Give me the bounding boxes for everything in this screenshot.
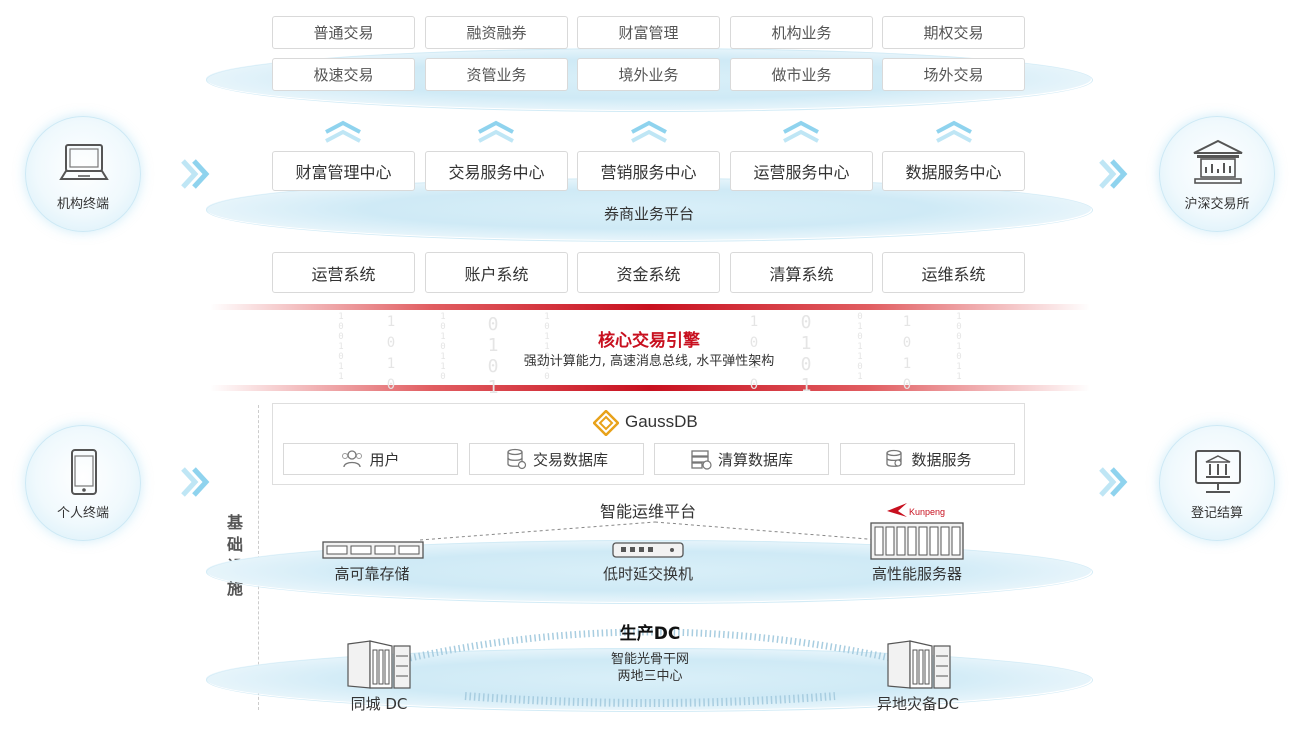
db-item-label: 清算数据库 — [717, 450, 793, 469]
infra-char: 础 — [226, 535, 243, 554]
right-chevron-icon — [1099, 467, 1128, 497]
business-item: 境外业务 — [577, 58, 720, 91]
exchange-building-icon — [1193, 139, 1243, 184]
rack-icon-right — [887, 640, 951, 689]
platform-center: 运营服务中心 — [730, 151, 873, 191]
kunpeng-logo-text: Kunpeng — [909, 507, 946, 517]
right-chevron-icon — [1099, 159, 1128, 189]
infra-rim — [206, 540, 1093, 604]
database-icon — [507, 448, 527, 470]
platform-center: 财富管理中心 — [272, 151, 415, 191]
gaussdb-logo-icon — [593, 410, 619, 436]
db-item-label: 数据服务 — [911, 450, 972, 469]
core-engine-title: 核心交易引擎 — [598, 331, 700, 351]
gaussdb-brand: GaussDB — [625, 412, 698, 431]
endpoint-label: 机构终端 — [56, 197, 109, 212]
endpoint-institution: 机构终端 — [25, 116, 141, 232]
up-chevron-icon — [631, 120, 667, 143]
up-chevron-icon — [325, 120, 361, 143]
system-item: 运维系统 — [882, 252, 1025, 293]
platform-title: 券商业务平台 — [603, 205, 694, 223]
business-item: 期权交易 — [882, 16, 1025, 49]
business-item: 极速交易 — [272, 58, 415, 91]
business-item: 财富管理 — [577, 16, 720, 49]
business-item: 普通交易 — [272, 16, 415, 49]
dc-three-center: 两地三中心 — [617, 669, 683, 684]
db-item-trading-db: 交易数据库 — [469, 443, 644, 475]
endpoint-registration: 登记结算 — [1159, 425, 1275, 541]
system-item: 清算系统 — [730, 252, 873, 293]
switch-icon — [612, 542, 684, 558]
laptop-icon — [59, 144, 109, 180]
system-item: 资金系统 — [577, 252, 720, 293]
business-item: 机构业务 — [730, 16, 873, 49]
business-item: 场外交易 — [882, 58, 1025, 91]
backbone-arcs — [409, 628, 891, 707]
endpoint-label: 登记结算 — [1190, 506, 1243, 521]
db-item-data-service: 数据服务 — [840, 443, 1015, 475]
rack-icon-left — [347, 640, 411, 689]
device-label-server: 高性能服务器 — [871, 565, 962, 583]
db-item-label: 用户 — [369, 450, 400, 469]
ops-network-lines — [420, 521, 881, 541]
system-item: 账户系统 — [425, 252, 568, 293]
dc-title: 生产DC — [619, 624, 681, 644]
infra-char: 基 — [226, 513, 243, 532]
ops-platform-title: 智能运维平台 — [599, 502, 696, 521]
business-item: 融资融券 — [425, 16, 568, 49]
users-icon — [342, 450, 363, 468]
core-engine-bottom-bar — [210, 385, 1090, 391]
up-chevron-icon — [936, 120, 972, 143]
up-chevron-icon — [478, 120, 514, 143]
dc-right-label: 异地灾备DC — [876, 695, 960, 713]
endpoint-personal: 个人终端 — [25, 425, 141, 541]
device-label-switch: 低时延交换机 — [602, 565, 693, 583]
kunpeng-logo-icon — [887, 503, 907, 517]
core-engine-top-bar — [210, 304, 1090, 310]
db-item-label: 交易数据库 — [532, 450, 608, 469]
dc-rim — [206, 648, 1093, 712]
core-engine-subtitle: 强劲计算能力, 高速消息总线, 水平弹性架构 — [523, 354, 775, 369]
right-chevron-icon — [181, 467, 210, 497]
dc-left-label: 同城 DC — [350, 695, 408, 713]
phone-icon — [71, 449, 97, 495]
infra-side-label: 基 础 设 施 — [225, 512, 245, 600]
registration-monitor-icon — [1195, 450, 1241, 493]
up-chevron-icon — [783, 120, 819, 143]
endpoint-exchange: 沪深交易所 — [1159, 116, 1275, 232]
platform-center: 营销服务中心 — [577, 151, 720, 191]
db-item-users: 用户 — [283, 443, 458, 475]
platform-center: 数据服务中心 — [882, 151, 1025, 191]
server-icon — [870, 522, 964, 560]
endpoint-label: 个人终端 — [56, 506, 109, 521]
device-label-storage: 高可靠存储 — [334, 565, 410, 583]
clearing-db-icon — [691, 450, 712, 470]
system-item: 运营系统 — [272, 252, 415, 293]
right-chevron-icon — [181, 159, 210, 189]
business-item: 做市业务 — [730, 58, 873, 91]
db-item-clearing-db: 清算数据库 — [654, 443, 829, 475]
storage-icon — [322, 541, 424, 559]
platform-center: 交易服务中心 — [425, 151, 568, 191]
data-service-icon — [886, 449, 903, 467]
dc-backbone: 智能光骨干网 — [610, 652, 689, 667]
endpoint-label: 沪深交易所 — [1184, 197, 1250, 212]
business-item: 资管业务 — [425, 58, 568, 91]
